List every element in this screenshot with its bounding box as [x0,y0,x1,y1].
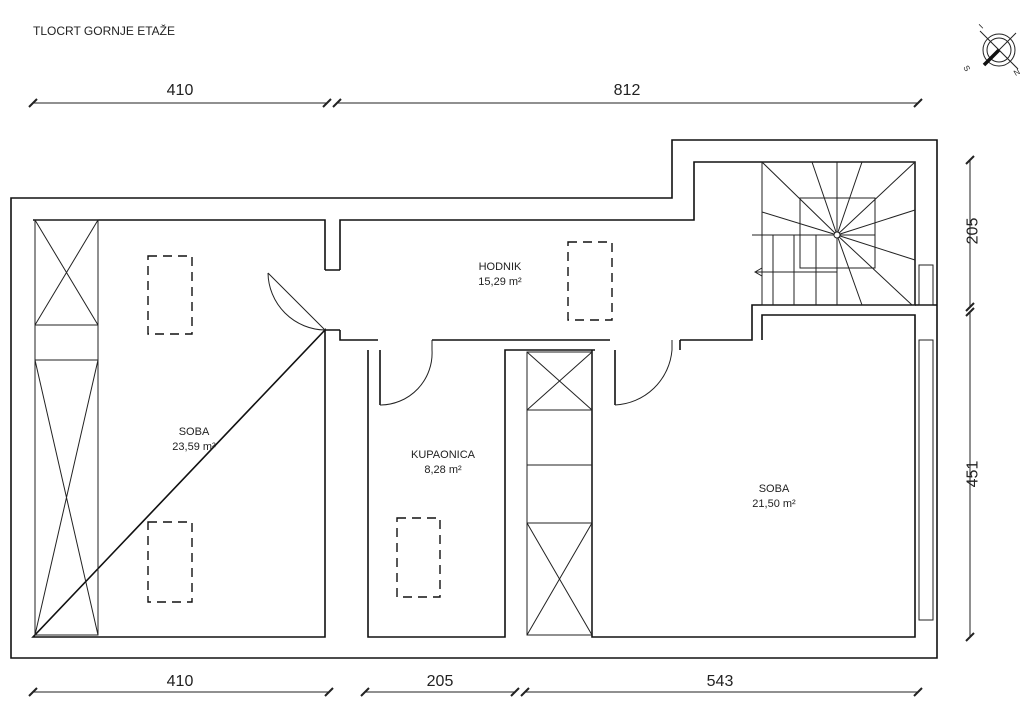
room-area: 8,28 m² [424,464,462,476]
door-swing [267,272,326,331]
shelf [526,409,593,466]
door-swing [379,340,433,406]
dim-right-top: 205 [964,217,982,245]
dim-bottom-right: 543 [706,673,734,690]
inner-wall-left-room [31,219,326,638]
room-area: 23,59 m² [172,441,216,453]
skylight [147,255,193,335]
room-name: KUPAONICA [411,449,475,461]
wardrobe [34,359,99,636]
room-label-soba-left: SOBA 23,59 m² [172,425,215,455]
plan-title: TLOCRT GORNJE ETAŽE [33,24,176,38]
room-area: 15,29 m² [478,276,522,288]
skylight [147,521,193,603]
dim-top-right: 812 [613,82,641,99]
dim-bottom-left: 410 [166,673,194,690]
window [918,339,934,621]
outer-wall [10,139,938,659]
window [918,264,934,306]
room-area: 21,50 m² [752,498,796,510]
dim-top-left: 410 [166,82,194,99]
room-name: SOBA [758,483,790,495]
staircase [752,161,916,306]
room-label-soba-right: SOBA 21,50 m² [752,482,795,512]
room-name: HODNIK [478,261,522,273]
wardrobe [34,219,99,326]
dimension-lines [28,98,975,697]
wardrobe [526,522,593,636]
skylight [567,241,613,321]
dim-right-bottom: 451 [964,460,982,488]
compass-icon [979,30,1019,70]
room-label-kupaonica: KUPAONICA 8,28 m² [411,448,475,478]
door-swing [614,340,673,406]
bathroom-walls [367,349,595,638]
dim-bottom-middle: 205 [426,673,454,690]
room-label-hodnik: HODNIK 15,29 m² [478,260,521,290]
skylight [396,517,441,598]
partition-wall [325,161,916,341]
room-name: SOBA [178,426,210,438]
right-room-walls [591,304,937,638]
